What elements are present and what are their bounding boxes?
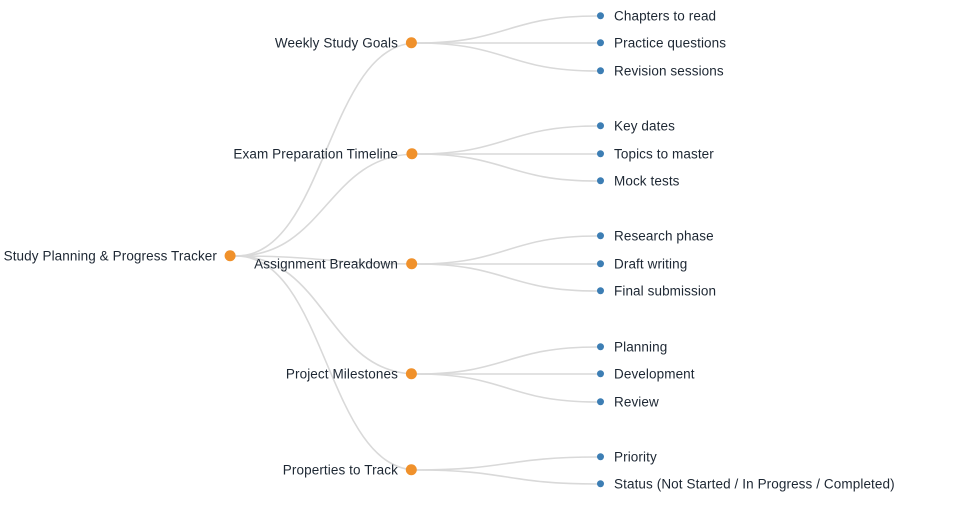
leaf-dot-icon[interactable] [597,398,604,406]
leaf-dot-icon[interactable] [597,370,604,378]
leaf-node-label: Review [614,394,659,410]
leaf-node-label: Chapters to read [614,8,717,24]
leaf-dot-icon[interactable] [597,122,604,130]
node-dot-icon[interactable] [406,37,417,49]
leaf-node-label: Status (Not Started / In Progress / Comp… [614,476,895,492]
leaf-node-label: Priority [614,449,657,465]
leaf-node-label: Topics to master [614,146,714,162]
leaf-dot-icon[interactable] [597,287,604,295]
leaf-dot-icon[interactable] [597,67,604,75]
tree-edge [416,15,598,44]
tree-edge [235,153,418,257]
branch-node-label: Project Milestones [285,366,398,382]
tree-edge [416,263,598,292]
tree-edge [416,42,598,72]
branch-node-weekly-study-goals[interactable]: Weekly Study Goals [275,36,417,50]
root-node-label: Study Planning & Progress Tracker [3,248,217,264]
tree-edge [416,125,598,155]
tree-edge [416,456,598,471]
leaf-node-development[interactable]: Development [597,367,695,381]
branch-node-label: Exam Preparation Timeline [233,146,398,162]
tree-edge [416,373,598,403]
leaf-node-label: Draft writing [614,256,688,272]
branch-node-assignment-breakdown[interactable]: Assignment Breakdown [254,257,417,271]
leaf-node-revision-sessions[interactable]: Revision sessions [597,64,724,78]
leaf-node-label: Key dates [614,118,675,134]
leaf-node-topics-to-master[interactable]: Topics to master [597,147,714,161]
branch-node-label: Weekly Study Goals [274,35,398,51]
leaf-node-label: Development [614,366,695,382]
branch-node-label: Assignment Breakdown [254,256,398,272]
tree-edge [235,255,418,375]
node-dot-icon[interactable] [225,250,236,262]
leaf-node-label: Planning [614,339,668,355]
tree-edge [235,255,418,471]
leaf-node-label: Final submission [614,283,717,299]
leaf-node-key-dates[interactable]: Key dates [597,119,675,133]
leaf-dot-icon[interactable] [597,343,604,351]
leaf-node-mock-tests[interactable]: Mock tests [597,174,680,188]
tree-edge [416,235,598,265]
tree-edge [416,346,598,375]
leaf-node-priority[interactable]: Priority [597,450,657,464]
node-dot-icon[interactable] [406,258,417,270]
leaf-node-planning[interactable]: Planning [597,340,667,354]
leaf-node-label: Research phase [614,228,714,244]
branch-node-project-milestones[interactable]: Project Milestones [286,367,417,381]
branch-node-label: Properties to Track [282,462,398,478]
leaf-node-label: Mock tests [614,173,680,189]
leaf-node-label: Revision sessions [614,63,724,79]
tree-edge [416,153,598,182]
leaf-node-chapters-to-read[interactable]: Chapters to read [597,9,716,23]
leaf-dot-icon[interactable] [597,260,604,268]
node-dot-icon[interactable] [406,148,417,160]
node-dot-icon[interactable] [406,368,417,380]
leaf-dot-icon[interactable] [597,232,604,240]
leaf-dot-icon[interactable] [597,480,604,488]
leaf-dot-icon[interactable] [597,12,604,20]
leaf-node-final-submission[interactable]: Final submission [597,284,716,298]
leaf-node-research-phase[interactable]: Research phase [597,229,714,243]
branch-node-properties-to-track[interactable]: Properties to Track [283,463,417,477]
leaf-node-practice-questions[interactable]: Practice questions [597,36,726,50]
root-node-study-planning-progress-tracker[interactable]: Study Planning & Progress Tracker [4,249,236,263]
node-dot-icon[interactable] [406,464,417,476]
leaf-dot-icon[interactable] [597,39,604,47]
leaf-dot-icon[interactable] [597,453,604,461]
leaf-node-label: Practice questions [614,35,727,51]
leaf-node-status-not-started-in-progress-completed[interactable]: Status (Not Started / In Progress / Comp… [597,477,895,491]
leaf-node-draft-writing[interactable]: Draft writing [597,257,687,271]
branch-node-exam-preparation-timeline[interactable]: Exam Preparation Timeline [233,147,417,161]
leaf-node-review[interactable]: Review [597,395,659,409]
leaf-dot-icon[interactable] [597,150,604,158]
tree-edge [416,469,598,485]
leaf-dot-icon[interactable] [597,177,604,185]
